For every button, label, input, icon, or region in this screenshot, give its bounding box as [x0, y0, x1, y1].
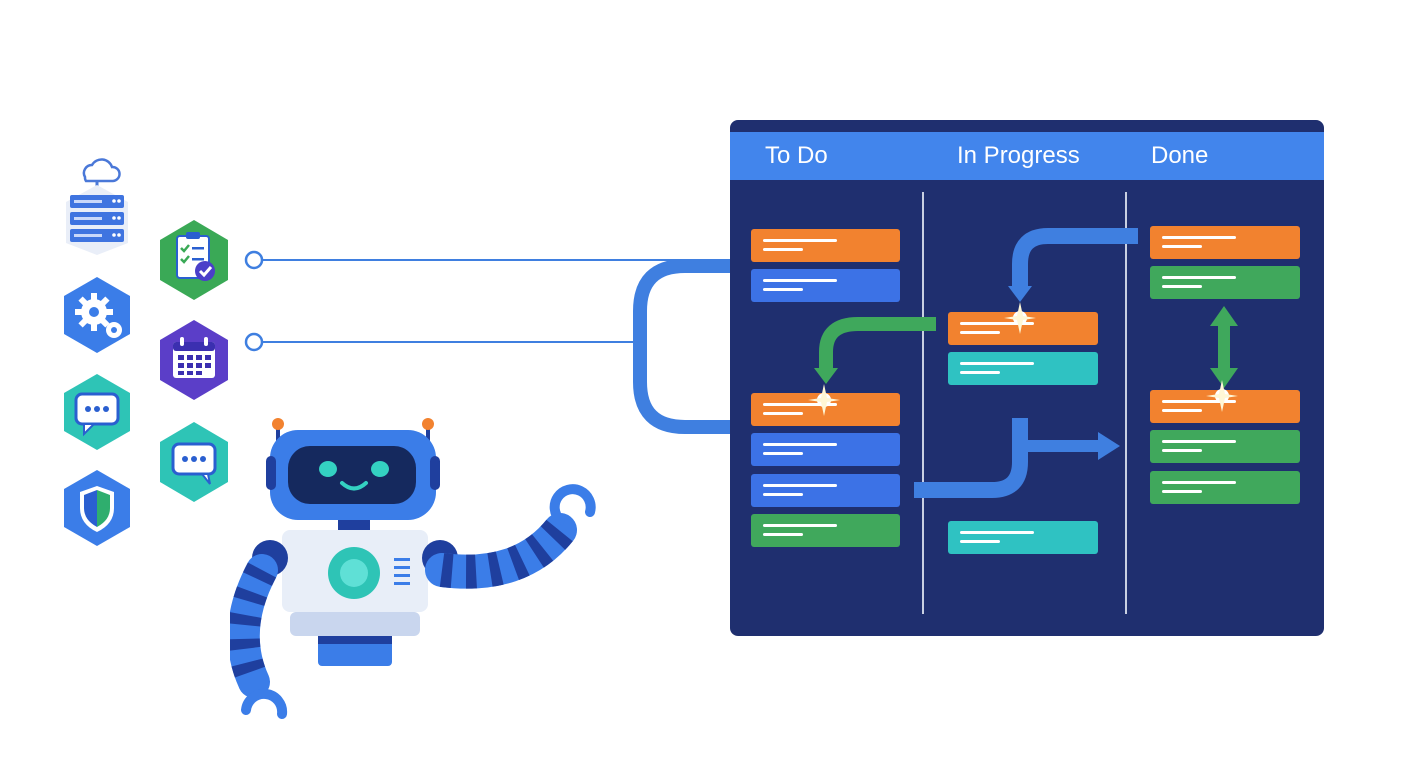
flow-arrows	[808, 228, 1238, 498]
gear-icon	[62, 275, 132, 355]
arrow-head-icon	[814, 368, 838, 384]
task-card[interactable]	[751, 474, 900, 507]
column-divider	[1125, 192, 1127, 614]
chat-bubble-icon	[158, 420, 230, 504]
connector-node-bottom	[244, 332, 264, 352]
arrow-head-icon	[1098, 432, 1120, 460]
column-title-in-progress: In Progress	[957, 142, 1080, 169]
column-title-done: Done	[1151, 142, 1209, 169]
chat-bubble-icon	[62, 372, 132, 452]
robot-icon	[227, 410, 610, 730]
checklist-icon	[158, 218, 230, 302]
task-card[interactable]	[1150, 471, 1300, 504]
task-card[interactable]	[1150, 226, 1300, 259]
arrow-head-icon	[1210, 368, 1238, 388]
task-card[interactable]	[948, 352, 1098, 385]
kanban-board: To Do In Progress Done	[730, 120, 1324, 636]
connector-node-top	[244, 250, 264, 270]
arrow-head-icon	[1008, 286, 1032, 302]
board-bracket-connector	[633, 259, 735, 434]
sparkle-icon	[1004, 302, 1036, 334]
column-divider	[922, 192, 924, 614]
arrow-head-icon	[1210, 306, 1238, 326]
shield-icon	[62, 468, 132, 548]
calendar-icon	[158, 318, 230, 402]
column-title-todo: To Do	[765, 142, 828, 169]
task-card[interactable]	[751, 229, 900, 262]
server-cloud-icon	[62, 155, 132, 255]
board-header	[730, 132, 1324, 180]
sparkle-icon	[808, 384, 840, 416]
task-card[interactable]	[1150, 266, 1300, 299]
task-card[interactable]	[751, 514, 900, 547]
task-card[interactable]	[751, 269, 900, 302]
task-card[interactable]	[948, 521, 1098, 554]
task-card[interactable]	[751, 393, 900, 426]
task-card[interactable]	[1150, 430, 1300, 463]
task-card[interactable]	[751, 433, 900, 466]
sparkle-icon	[1206, 380, 1238, 412]
